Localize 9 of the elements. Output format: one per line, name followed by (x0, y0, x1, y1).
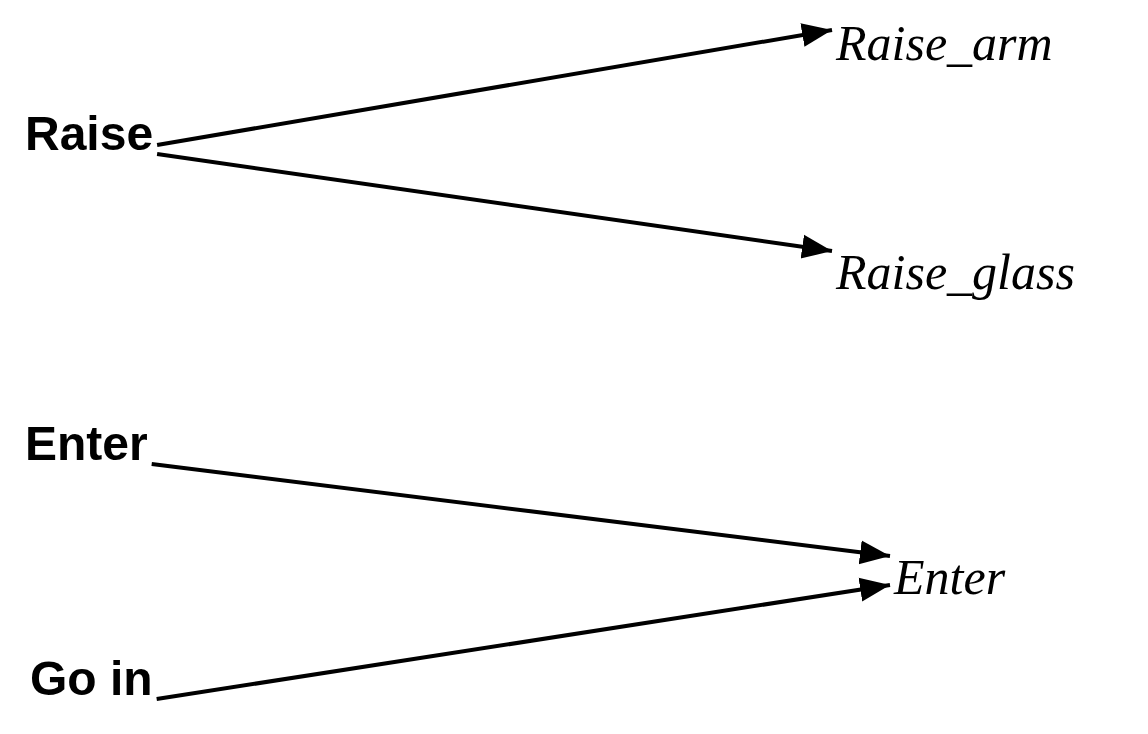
word-label: Enter (25, 420, 148, 468)
sense-label: Raise_arm (836, 18, 1053, 68)
sense-label: Enter (894, 552, 1006, 602)
word-label: Go in (30, 655, 153, 703)
arrow (156, 152, 833, 259)
word-label: Raise (25, 110, 154, 158)
arrow (156, 23, 833, 147)
arrow (151, 462, 891, 565)
arrow (156, 577, 891, 701)
